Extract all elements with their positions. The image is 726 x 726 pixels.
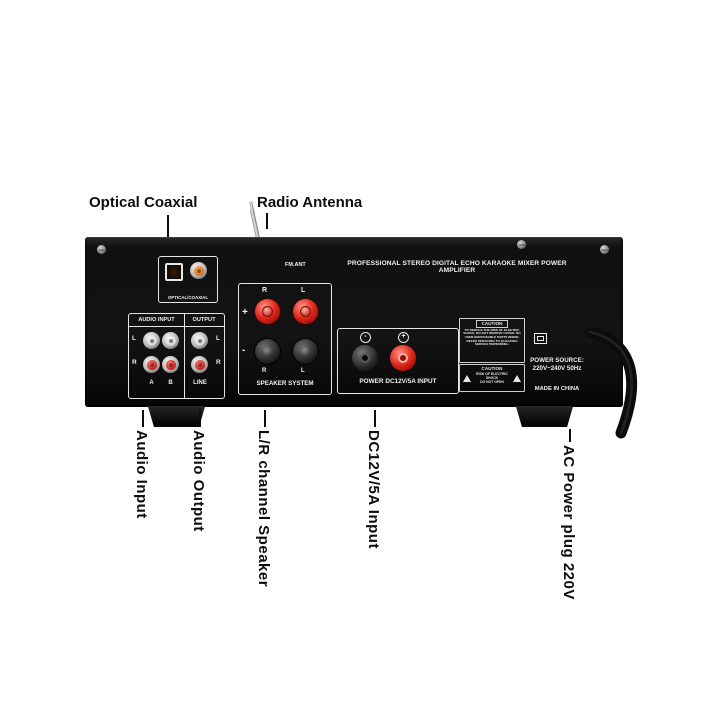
- audio-input-header: AUDIO INPUT: [138, 317, 175, 323]
- audio-io-group: AUDIO INPUT OUTPUT L R L R A B LINE: [128, 313, 225, 399]
- speaker-bottom-l: L: [301, 368, 305, 374]
- divider: [184, 314, 185, 398]
- optical-port: [165, 263, 183, 281]
- amplifier-rear-panel: OPTICAL/COAXIAL FM.ANT PROFESSIONAL STER…: [85, 237, 623, 407]
- plus-circle-icon: +: [398, 332, 409, 343]
- optical-coaxial-label: OPTICAL/COAXIAL: [167, 295, 209, 300]
- callout-radio-antenna: Radio Antenna: [257, 194, 363, 211]
- rca-jack-input-b-right: [162, 356, 179, 373]
- rca-jack-output-right: [191, 356, 208, 373]
- power-source-line1: POWER SOURCE:: [530, 357, 584, 364]
- label-r-left: R: [132, 359, 137, 366]
- panel-title: PROFESSIONAL STEREO DIGITAL ECHO KARAOKE…: [347, 260, 567, 274]
- callout-audio-output: Audio Output: [190, 430, 207, 532]
- caution-title: CAUTION: [476, 320, 508, 328]
- ac-power-cord: [584, 326, 638, 439]
- plus-symbol: +: [242, 307, 248, 318]
- leader-line-ac-power: [569, 429, 571, 442]
- made-in-label: MADE IN CHINA: [534, 386, 580, 392]
- label-l-left: L: [132, 335, 136, 342]
- binding-post-black-r: [255, 339, 280, 364]
- optical-coaxial-group: OPTICAL/COAXIAL: [158, 256, 218, 303]
- label-b: B: [168, 380, 173, 386]
- binding-post-red-l: [293, 299, 318, 324]
- leader-line-radio-antenna: [266, 213, 268, 229]
- screw-icon: [600, 245, 609, 254]
- rubber-foot-right: [515, 406, 574, 427]
- rca-jack-input-a-right: [143, 356, 160, 373]
- power-source-line2: 220V~240V 50Hz: [532, 365, 582, 372]
- rca-jack-input-a-left: [143, 332, 160, 349]
- callout-lr-channel-speaker: L/R channel Speaker: [255, 430, 272, 588]
- leader-line-audio-output: [199, 410, 201, 427]
- fm-ant-label: FM.ANT: [285, 262, 306, 268]
- label-l-right: L: [216, 335, 220, 342]
- label-line: LINE: [193, 380, 207, 386]
- callout-dc-input: DC12V/5A Input: [365, 430, 382, 549]
- dc-input-group: - + POWER DC12V/5A INPUT: [337, 328, 459, 394]
- rubber-foot-left: [147, 406, 206, 427]
- dc-input-label: POWER DC12V/5A INPUT: [359, 378, 437, 385]
- leader-line-audio-input: [142, 410, 144, 427]
- minus-circle-icon: -: [360, 332, 371, 343]
- exclamation-warning-icon: [513, 374, 521, 382]
- caution-title: CAUTION: [481, 366, 503, 371]
- screw-icon: [517, 240, 526, 249]
- caution-line2: DO NOT OPEN: [480, 380, 504, 384]
- binding-post-red-r: [255, 299, 280, 324]
- callout-audio-input: Audio Input: [133, 430, 150, 519]
- speaker-top-r: R: [262, 287, 268, 294]
- speaker-bottom-r: R: [262, 368, 267, 374]
- speaker-system-label: SPEAKER SYSTEM: [256, 380, 314, 387]
- caution-line1: RISK OF ELECTRIC SHOCK: [476, 372, 508, 380]
- leader-line-speaker: [264, 410, 266, 427]
- callout-optical-coaxial: Optical Coaxial: [89, 194, 198, 211]
- caution-label-top: CAUTION TO REDUCE THE RISK OF ELECTRIC S…: [459, 318, 525, 363]
- minus-symbol: -: [242, 345, 246, 356]
- divider: [129, 326, 224, 327]
- binding-post-black-l: [293, 339, 318, 364]
- coaxial-jack: [190, 262, 207, 279]
- leader-line-optical-coaxial: [167, 215, 169, 238]
- dc-terminal-negative: [352, 345, 378, 371]
- rca-jack-input-b-left: [162, 332, 179, 349]
- label-a: A: [149, 380, 154, 386]
- rca-jack-output-left: [191, 332, 208, 349]
- screw-icon: [97, 245, 106, 254]
- audio-output-header: OUTPUT: [192, 317, 216, 323]
- caution-label-bottom: CAUTION RISK OF ELECTRIC SHOCK DO NOT OP…: [459, 364, 525, 392]
- power-source-block: POWER SOURCE: 220V~240V 50Hz: [523, 357, 591, 372]
- dc-terminal-positive: [390, 345, 416, 371]
- lightning-warning-icon: [463, 374, 471, 382]
- caution-body-text: TO REDUCE THE RISK OF ELECTRIC SHOCK, DO…: [463, 327, 521, 347]
- label-r-right: R: [216, 359, 221, 366]
- double-insulation-icon: [534, 333, 547, 344]
- speaker-system-group: R L + - R L SPEAKER SYSTEM: [238, 283, 332, 395]
- speaker-top-l: L: [301, 287, 306, 294]
- callout-ac-power-plug: AC Power plug 220V: [560, 445, 577, 600]
- leader-line-dc-input: [374, 410, 376, 427]
